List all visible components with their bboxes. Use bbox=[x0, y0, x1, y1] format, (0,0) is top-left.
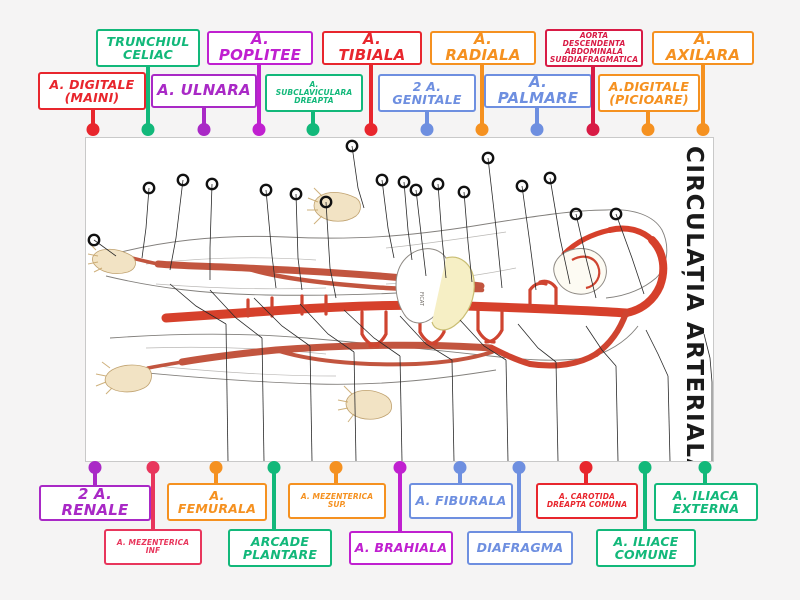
artery-label-top-box-4[interactable]: A. SUBCLAVICULARA DREAPTA bbox=[265, 74, 363, 112]
artery-label-top-pin-9 bbox=[585, 67, 601, 136]
artery-label-top-pin-head-9 bbox=[586, 123, 600, 136]
arterial-system-illustration: FICAT bbox=[87, 139, 713, 461]
artery-label-top-pin-head-8 bbox=[530, 123, 544, 136]
artery-label-bottom-pin-7 bbox=[511, 461, 527, 531]
artery-label-bottom-pin-head-8 bbox=[579, 461, 593, 474]
artery-label-bottom-box-7[interactable]: DIAFRAGMA bbox=[467, 531, 573, 565]
artery-label-bottom-pin-head-7 bbox=[512, 461, 526, 474]
artery-label-bottom-pin-head-5 bbox=[393, 461, 407, 474]
artery-label-top-box-6[interactable]: 2 A. GENITALE bbox=[378, 74, 476, 112]
artery-label-bottom-pin-head-9 bbox=[638, 461, 652, 474]
artery-label-bottom-pin-stem-9 bbox=[643, 462, 647, 529]
artery-label-top-pin-head-10 bbox=[641, 123, 655, 136]
artery-label-top-pin-head-4 bbox=[306, 123, 320, 136]
artery-label-bottom-box-3[interactable]: ARCADE PLANTARE bbox=[228, 529, 332, 567]
artery-label-bottom-box-0[interactable]: 2 A. RENALE bbox=[39, 485, 151, 521]
artery-label-bottom-pin-head-0 bbox=[88, 461, 102, 474]
artery-label-top-box-8[interactable]: A. PALMARE bbox=[484, 74, 592, 108]
artery-label-bottom-box-9[interactable]: A. ILIACE COMUNE bbox=[596, 529, 696, 567]
artery-label-top-pin-head-5 bbox=[364, 123, 378, 136]
artery-label-top-pin-stem-8 bbox=[535, 108, 539, 135]
artery-label-bottom-pin-stem-7 bbox=[517, 462, 521, 531]
artery-label-top-pin-0 bbox=[85, 110, 101, 136]
artery-label-top-pin-stem-7 bbox=[480, 65, 484, 135]
artery-label-top-pin-7 bbox=[474, 65, 490, 136]
artery-label-top-pin-11 bbox=[695, 65, 711, 136]
artery-label-top-pin-stem-1 bbox=[146, 67, 150, 135]
artery-label-top-pin-head-0 bbox=[86, 123, 100, 136]
artery-label-top-box-7[interactable]: A. RADIALA bbox=[430, 31, 536, 65]
artery-label-top-box-5[interactable]: A. TIBIALA bbox=[322, 31, 422, 65]
artery-label-top-pin-6 bbox=[419, 112, 435, 136]
illustration-panel: FICAT bbox=[85, 137, 714, 462]
artery-label-bottom-pin-head-4 bbox=[329, 461, 343, 474]
artery-label-top-pin-stem-9 bbox=[591, 67, 595, 135]
artery-label-top-pin-head-7 bbox=[475, 123, 489, 136]
artery-label-bottom-pin-6 bbox=[452, 461, 468, 483]
artery-label-bottom-pin-8 bbox=[578, 461, 594, 483]
artery-label-bottom-box-6[interactable]: A. FIBURALA bbox=[409, 483, 513, 519]
artery-label-top-pin-head-2 bbox=[197, 123, 211, 136]
artery-label-top-pin-head-1 bbox=[141, 123, 155, 136]
artery-label-bottom-pin-stem-1 bbox=[151, 462, 155, 529]
artery-label-bottom-pin-9 bbox=[637, 461, 653, 529]
artery-label-top-pin-stem-5 bbox=[369, 65, 373, 135]
artery-label-top-pin-3 bbox=[251, 65, 267, 136]
artery-label-top-box-2[interactable]: A. ULNARA bbox=[151, 74, 257, 108]
artery-label-bottom-pin-0 bbox=[87, 461, 103, 485]
artery-label-top-box-11[interactable]: A. AXILARA bbox=[652, 31, 754, 65]
artery-label-top-box-1[interactable]: TRUNCHIUL CELIAC bbox=[96, 29, 200, 67]
artery-label-bottom-pin-head-3 bbox=[267, 461, 281, 474]
artery-label-top-pin-2 bbox=[196, 108, 212, 136]
artery-label-top-pin-stem-11 bbox=[701, 65, 705, 135]
artery-label-bottom-pin-4 bbox=[328, 461, 344, 483]
artery-label-bottom-pin-stem-5 bbox=[398, 462, 402, 531]
artery-label-bottom-pin-head-6 bbox=[453, 461, 467, 474]
artery-label-top-pin-8 bbox=[529, 108, 545, 136]
artery-label-bottom-pin-head-1 bbox=[146, 461, 160, 474]
artery-label-bottom-pin-10 bbox=[697, 461, 713, 483]
svg-text:FICAT: FICAT bbox=[418, 292, 424, 307]
artery-label-top-pin-head-6 bbox=[420, 123, 434, 136]
artery-label-bottom-pin-1 bbox=[145, 461, 161, 529]
artery-label-top-box-9[interactable]: AORTA DESCENDENTA ABDOMINALA SUBDIAFRAGM… bbox=[545, 29, 643, 67]
artery-label-bottom-pin-3 bbox=[266, 461, 282, 529]
artery-label-bottom-pin-head-10 bbox=[698, 461, 712, 474]
artery-label-bottom-pin-5 bbox=[392, 461, 408, 531]
artery-label-bottom-box-8[interactable]: A. CAROTIDA DREAPTA COMUNA bbox=[536, 483, 638, 519]
artery-label-bottom-pin-stem-3 bbox=[272, 462, 276, 529]
artery-label-top-pin-1 bbox=[140, 67, 156, 136]
artery-label-bottom-box-4[interactable]: A. MEZENTERICA SUP. bbox=[288, 483, 386, 519]
artery-label-bottom-box-2[interactable]: A. FEMURALA bbox=[167, 483, 267, 521]
artery-label-top-box-0[interactable]: A. DIGITALE (MAINI) bbox=[38, 72, 146, 110]
artery-label-bottom-pin-2 bbox=[208, 461, 224, 483]
artery-label-bottom-pin-head-2 bbox=[209, 461, 223, 474]
artery-label-top-pin-5 bbox=[363, 65, 379, 136]
artery-label-top-pin-head-11 bbox=[696, 123, 710, 136]
artery-label-top-pin-stem-2 bbox=[202, 108, 206, 135]
artery-label-top-pin-head-3 bbox=[252, 123, 266, 136]
artery-label-top-pin-4 bbox=[305, 112, 321, 136]
artery-label-top-pin-10 bbox=[640, 112, 656, 136]
artery-label-bottom-box-5[interactable]: A. BRAHIALA bbox=[349, 531, 453, 565]
artery-label-bottom-box-1[interactable]: A. MEZENTERICA INF bbox=[104, 529, 202, 565]
artery-label-top-box-10[interactable]: A.DIGITALE (PICIOARE) bbox=[598, 74, 700, 112]
artery-label-top-box-3[interactable]: A. POPLITEE bbox=[207, 31, 313, 65]
artery-label-top-pin-stem-3 bbox=[257, 65, 261, 135]
artery-label-bottom-box-10[interactable]: A. ILIACA EXTERNA bbox=[654, 483, 758, 521]
artery-label-top-pin-stem-0 bbox=[91, 110, 95, 135]
